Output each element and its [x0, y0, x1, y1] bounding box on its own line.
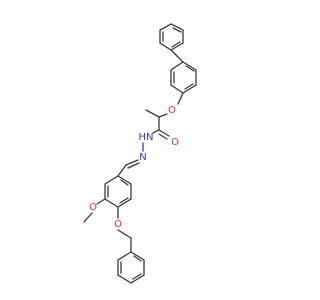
atom-o-benzyl: O [114, 219, 122, 230]
atom-nh: HN [139, 132, 154, 143]
atom-o-methoxy: O [89, 202, 97, 213]
biphenyl-bond [170, 49, 184, 63]
phenyl-ring-vanillin [104, 175, 132, 208]
atom-o-carbonyl: O [171, 137, 179, 148]
phenyl-ring-middle [170, 61, 197, 94]
molecule-diagram: O O HN N O O [83, 23, 197, 284]
atom-o-ether: O [168, 105, 176, 116]
atom-n-imine: N [139, 152, 146, 163]
phenyl-ring-bottom [117, 251, 145, 284]
phenyl-ring-top [159, 23, 184, 51]
